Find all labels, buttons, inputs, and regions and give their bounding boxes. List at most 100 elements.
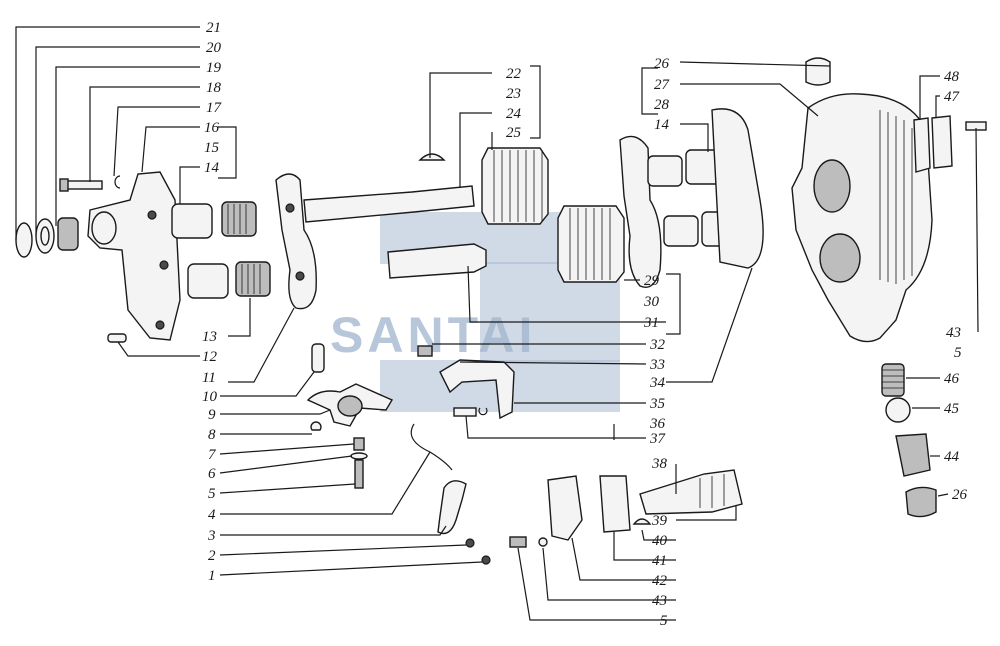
- label-26-top: 26: [654, 56, 670, 72]
- gasket-41-part: [599, 475, 631, 533]
- driven-gear-teeth: [569, 208, 611, 280]
- spring-46-part: [881, 363, 905, 397]
- housing-right-bore-upper: [813, 159, 851, 213]
- label-21: 21: [206, 20, 221, 36]
- cover-47-part: [931, 115, 953, 169]
- valve-grooves: [699, 474, 725, 508]
- label-48: 48: [944, 69, 960, 85]
- label-5-left: 5: [208, 486, 216, 502]
- key-40-part: [632, 518, 652, 525]
- label-8: 8: [208, 427, 216, 443]
- label-5-right: 5: [954, 345, 962, 361]
- label-40: 40: [652, 533, 668, 549]
- housing-bolt-hole-1: [147, 210, 157, 220]
- bracket-part: [439, 359, 515, 420]
- bolt-head: [59, 178, 69, 192]
- label-6: 6: [208, 466, 216, 482]
- bearing-part: [57, 217, 79, 251]
- label-19: 19: [206, 60, 222, 76]
- nut-part: [353, 437, 365, 451]
- label-38: 38: [651, 456, 668, 472]
- clip-part: [114, 175, 121, 189]
- label-2: 2: [208, 548, 216, 564]
- drive-gear-teeth: [493, 150, 543, 222]
- label-34: 34: [649, 375, 666, 391]
- valve-stem-part: [311, 343, 325, 373]
- part-number-labels: 21 20 19 18 17 16 15 14 13 12 11 10 9 8 …: [202, 20, 968, 629]
- label-14-right: 14: [654, 117, 670, 133]
- plug-44-part: [895, 433, 931, 477]
- label-16: 16: [204, 120, 220, 136]
- plate-right-part: [619, 135, 662, 288]
- label-28: 28: [654, 97, 670, 113]
- label-33: 33: [649, 357, 665, 373]
- bushing-upper: [171, 203, 213, 239]
- plug-26-top-part: [805, 57, 831, 86]
- small-cap-part: [310, 421, 322, 431]
- label-23: 23: [506, 86, 521, 102]
- label-20: 20: [206, 40, 222, 56]
- label-18: 18: [206, 80, 222, 96]
- bolt-35-part: [453, 407, 477, 417]
- ball-small-part: [465, 538, 475, 548]
- label-45: 45: [944, 401, 960, 417]
- snap-ring-part: [15, 222, 33, 258]
- washer-hole: [40, 226, 50, 246]
- plug-26-bottom-part: [905, 486, 937, 518]
- washer-43-part: [538, 537, 548, 547]
- label-32: 32: [649, 337, 666, 353]
- drive-gear-part: [481, 147, 549, 225]
- pin-part: [107, 333, 127, 343]
- stud-part: [354, 459, 364, 489]
- gasket-48-part: [913, 117, 931, 173]
- leader-lines: [15, 26, 979, 621]
- label-46: 46: [944, 371, 960, 387]
- roller-hatch-upper: [227, 204, 247, 234]
- gasket-part: [711, 108, 764, 269]
- nut-small-part: [481, 555, 491, 565]
- roller-hatch-lower: [241, 264, 261, 294]
- housing-bore: [91, 211, 117, 245]
- washer-small-part: [350, 452, 368, 460]
- label-9: 9: [208, 407, 216, 423]
- lever-arm-part: [437, 480, 467, 535]
- housing-right-fins: [879, 110, 913, 284]
- label-42: 42: [652, 573, 668, 589]
- label-25: 25: [506, 125, 522, 141]
- label-5-bottom: 5: [660, 613, 668, 629]
- label-12: 12: [202, 349, 218, 365]
- label-43-bottom: 43: [652, 593, 667, 609]
- spring-coils: [882, 369, 904, 389]
- housing-bolt-hole-2: [159, 260, 169, 270]
- label-43-right: 43: [946, 325, 961, 341]
- drive-shaft-part: [303, 185, 475, 223]
- label-47: 47: [944, 89, 961, 105]
- housing-bolt-hole-3: [155, 320, 165, 330]
- driven-gear-part: [557, 205, 625, 283]
- label-7: 7: [208, 447, 217, 463]
- cover-42-part: [547, 475, 583, 541]
- bolt-5-bottom-part: [509, 536, 527, 548]
- label-30: 30: [643, 294, 660, 310]
- label-15: 15: [204, 140, 220, 156]
- label-35: 35: [649, 396, 666, 412]
- label-1: 1: [208, 568, 216, 584]
- plate-hole-2: [295, 271, 305, 281]
- label-37: 37: [649, 431, 667, 447]
- plate-hole-1: [285, 203, 295, 213]
- label-29: 29: [644, 273, 660, 289]
- ball-45-part: [885, 397, 911, 423]
- valve-38-part: [639, 469, 743, 515]
- cover-plate-part: [275, 173, 317, 310]
- label-22: 22: [506, 66, 522, 82]
- label-11: 11: [202, 370, 216, 386]
- roller-bearing-lower: [235, 261, 271, 297]
- label-10: 10: [202, 389, 218, 405]
- watermark-text: SANTAI: [330, 307, 536, 363]
- clip-36-part: [478, 407, 488, 416]
- pin-32-part: [417, 345, 433, 357]
- bushing-right-upper: [647, 155, 683, 187]
- key-part: [418, 153, 446, 161]
